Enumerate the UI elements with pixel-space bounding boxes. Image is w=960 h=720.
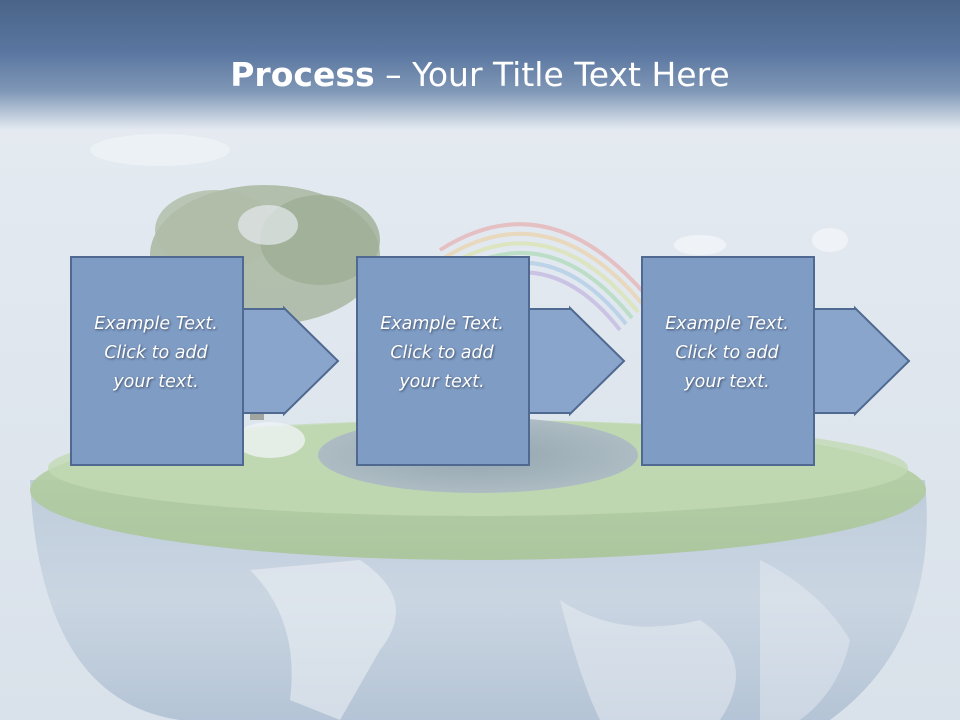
step-1-text: Example Text. Click to add your text.: [70, 310, 242, 397]
step-1-line-2: Click to add: [104, 343, 208, 363]
step-1-arrow-box-shape: [70, 256, 340, 466]
title-bar: [0, 0, 960, 130]
step-3-line-3: your text.: [684, 372, 770, 392]
process-step-2[interactable]: Example Text. Click to add your text.: [356, 256, 626, 468]
process-step-3[interactable]: Example Text. Click to add your text.: [641, 256, 911, 468]
step-3-arrow-box-shape: [641, 256, 911, 466]
title-rest: – Your Title Text Here: [374, 55, 730, 94]
step-1-line-1: Example Text.: [94, 314, 218, 334]
step-2-line-1: Example Text.: [380, 314, 504, 334]
title-bold: Process: [230, 55, 375, 94]
step-3-text: Example Text. Click to add your text.: [641, 310, 813, 397]
step-3-line-2: Click to add: [675, 343, 779, 363]
slide-title[interactable]: Process – Your Title Text Here: [0, 50, 960, 100]
step-2-line-3: your text.: [399, 372, 485, 392]
step-3-line-1: Example Text.: [665, 314, 789, 334]
process-step-1[interactable]: Example Text. Click to add your text.: [70, 256, 340, 468]
step-2-line-2: Click to add: [390, 343, 494, 363]
step-2-arrow-box-shape: [356, 256, 626, 466]
step-1-line-3: your text.: [113, 372, 199, 392]
step-2-text: Example Text. Click to add your text.: [356, 310, 528, 397]
